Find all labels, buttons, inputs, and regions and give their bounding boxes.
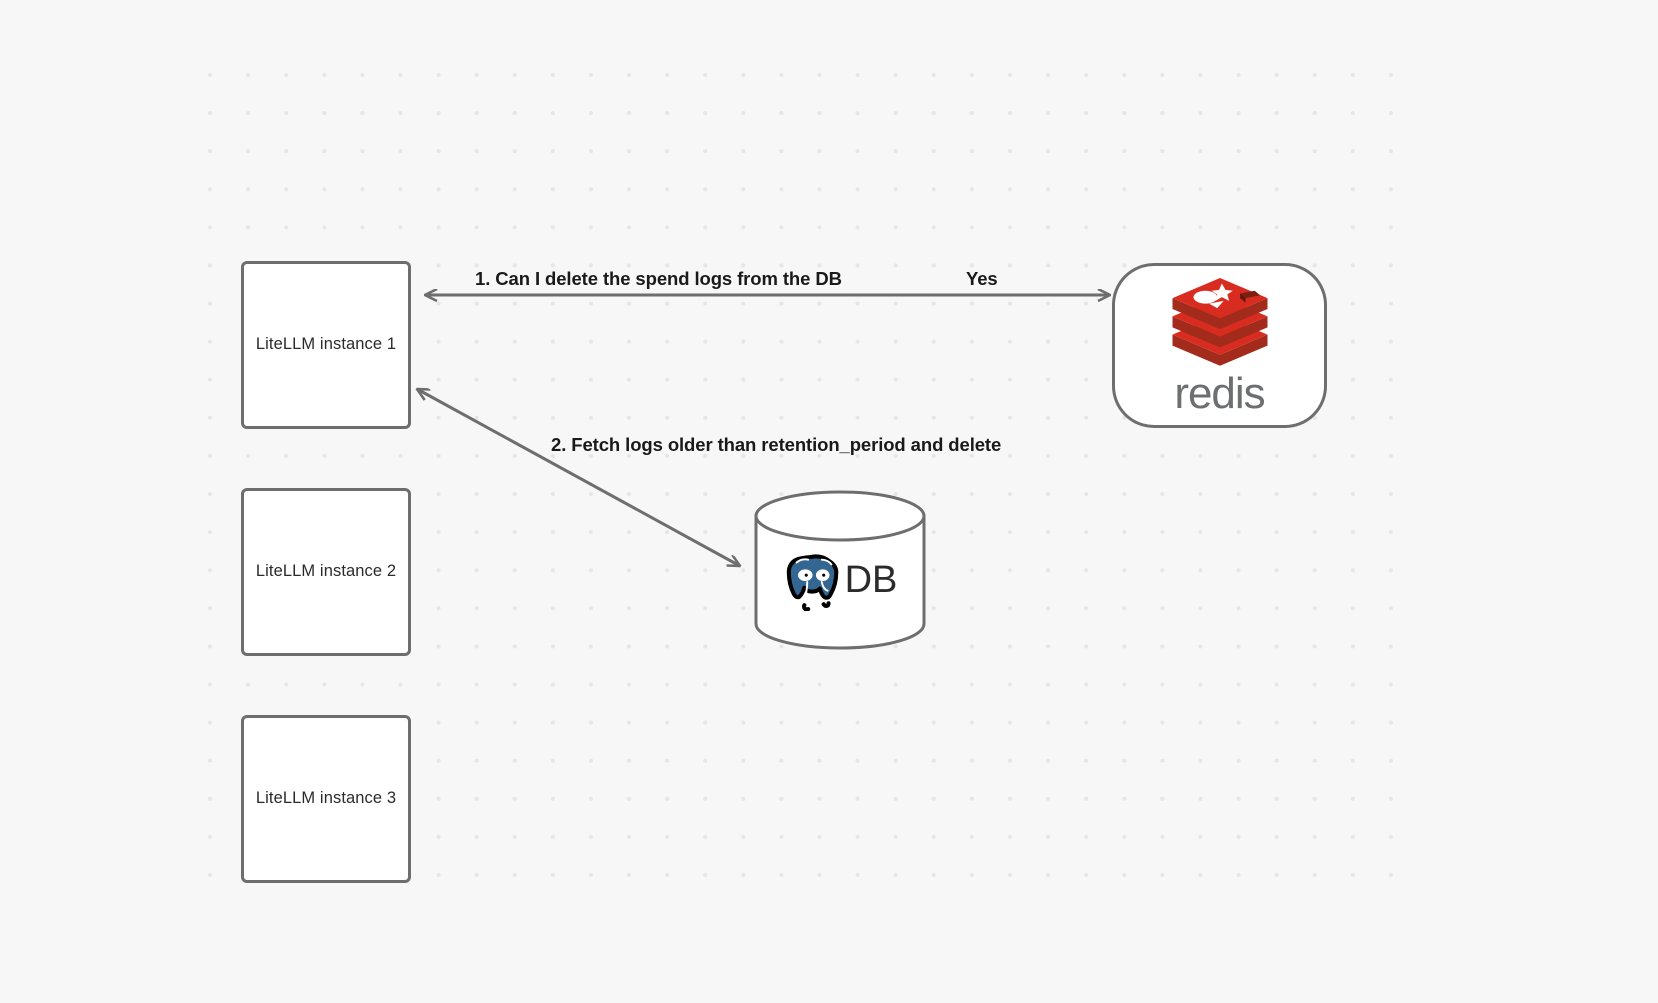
node-litellm-instance-1[interactable]: LiteLLM instance 1: [241, 261, 411, 429]
node-db[interactable]: DB: [753, 490, 927, 650]
postgresql-elephant-icon: [783, 549, 845, 612]
edge-label-step-1: 1. Can I delete the spend logs from the …: [475, 268, 842, 289]
node-litellm-instance-1-label: LiteLLM instance 1: [255, 335, 397, 354]
cylinder-shape-icon: [754, 490, 926, 650]
redis-logo-icon: [1165, 276, 1275, 376]
node-litellm-instance-3[interactable]: LiteLLM instance 3: [241, 715, 411, 883]
node-redis-label: redis: [1174, 368, 1265, 418]
node-litellm-instance-2[interactable]: LiteLLM instance 2: [241, 488, 411, 656]
node-redis[interactable]: redis: [1112, 263, 1327, 428]
node-db-label: DB: [844, 559, 898, 601]
node-litellm-instance-2-label: LiteLLM instance 2: [255, 562, 397, 581]
edge-label-step-2: 2. Fetch logs older than retention_perio…: [551, 434, 1002, 455]
edge-db-litellm1: [417, 389, 740, 566]
node-litellm-instance-3-label: LiteLLM instance 3: [255, 789, 397, 808]
edge-label-step-1-reply: Yes: [966, 268, 998, 289]
